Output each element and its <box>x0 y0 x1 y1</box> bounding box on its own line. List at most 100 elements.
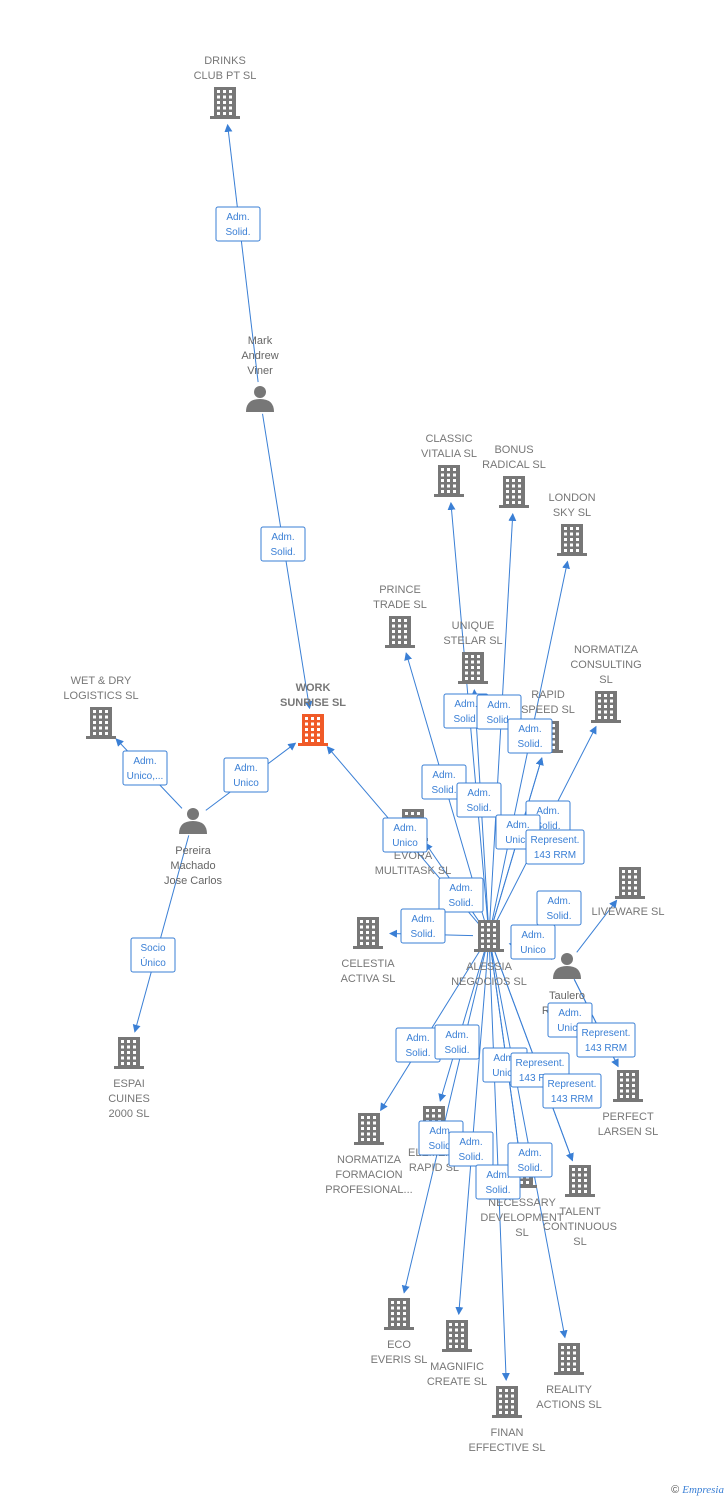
node-liveware[interactable]: LIVEWARE SL <box>592 867 665 918</box>
node-label: SL <box>573 1236 586 1248</box>
node-label: TALENT <box>559 1206 601 1218</box>
building-icon <box>557 524 587 556</box>
node-label: TRADE SL <box>373 599 427 611</box>
building-icon <box>499 476 529 508</box>
node-finan[interactable]: FINAN EFFECTIVE SL <box>468 1386 546 1454</box>
edge-label-badge[interactable]: Adm.Unico,... <box>122 750 168 786</box>
person-icon <box>553 953 581 979</box>
edge-label-line: Adm. <box>411 914 434 925</box>
edge-label-line: Adm. <box>226 212 249 223</box>
node-label: BONUS <box>494 444 533 456</box>
edge-label-line: Solid. <box>535 821 560 832</box>
edge-label-badge[interactable]: Adm.Solid. <box>536 890 582 926</box>
node-label: SL <box>599 674 612 686</box>
node-label: SL <box>515 1227 528 1239</box>
node-label: MAGNIFIC <box>430 1361 484 1373</box>
edge-label-badge[interactable]: Adm.Unico <box>223 757 269 793</box>
building-icon <box>492 1386 522 1418</box>
edge-label-line: Adm. <box>133 756 156 767</box>
edge-label-line: Adm. <box>518 724 541 735</box>
edge-label-line: 143 RRM <box>534 850 576 861</box>
node-label: ALESSIA <box>466 961 513 973</box>
edge-label-line: Solid. <box>428 1141 453 1152</box>
edge-label-badge[interactable]: Represent.143 RRM <box>525 829 585 865</box>
edge-label-line: Solid. <box>405 1048 430 1059</box>
edge-label-line: Adm. <box>493 1053 516 1064</box>
edge-label-badge[interactable]: Adm.Solid. <box>438 877 484 913</box>
node-label: Mark <box>248 335 273 347</box>
badges-layer: Adm.Solid.Adm.Solid.Adm.Unico,...Adm.Uni… <box>122 206 636 1200</box>
edge-label-line: Adm. <box>271 532 294 543</box>
building-icon <box>210 87 240 119</box>
edge-label-badge[interactable]: Adm.Solid. <box>215 206 261 242</box>
edge-label-line: Adm. <box>432 770 455 781</box>
edge-label-line: Represent. <box>516 1058 565 1069</box>
edge-label-badge[interactable]: Represent.143 RRM <box>576 1022 636 1058</box>
node-label: PROFESIONAL... <box>325 1184 412 1196</box>
node-label: LARSEN SL <box>598 1126 659 1138</box>
edge-label-badge[interactable]: Adm.Solid. <box>260 526 306 562</box>
node-normform[interactable]: NORMATIZAFORMACIONPROFESIONAL... <box>325 1113 413 1196</box>
edge-label-badge[interactable]: Adm. Solid. <box>507 718 553 754</box>
edge-label-line: Adm. <box>445 1030 468 1041</box>
node-label: LIVEWARE SL <box>592 906 665 918</box>
node-label: LOGISTICS SL <box>63 690 138 702</box>
edge-label-line: Solid. <box>546 911 571 922</box>
edge-label-badge[interactable]: Adm.Solid. <box>507 1142 553 1178</box>
building-icon <box>458 652 488 684</box>
building-icon <box>591 691 621 723</box>
node-label: SPEED SL <box>521 704 575 716</box>
edge-label-line: Solid. <box>517 739 542 750</box>
edge-label-badge[interactable]: Represent.143 RRM <box>542 1073 602 1109</box>
edge-label-badge[interactable]: Adm.Solid. <box>434 1024 480 1060</box>
building-icon <box>354 1113 384 1145</box>
edge-label-line: Unico <box>492 1068 518 1079</box>
node-label: Pereira <box>175 845 211 857</box>
edge-label-badge[interactable]: Adm.Solid. <box>421 764 467 800</box>
node-label: UNIQUE <box>452 620 495 632</box>
building-icon <box>353 917 383 949</box>
edge-label-line: Único <box>140 956 166 969</box>
node-label: PERFECT <box>602 1111 654 1123</box>
edge-label-line: Adm. <box>393 823 416 834</box>
building-icon <box>86 707 116 739</box>
edge-label-line: Solid. <box>486 715 511 726</box>
node-label: NORMATIZA <box>337 1154 402 1166</box>
node-label: EFFECTIVE SL <box>468 1442 545 1454</box>
node-label: RAPID <box>531 689 565 701</box>
node-label: RAPID SL <box>409 1162 459 1174</box>
node-perfect[interactable]: PERFECT LARSEN SL <box>598 1070 659 1138</box>
edge-label-badge[interactable]: Adm.Unico <box>382 817 428 853</box>
building-icon <box>434 465 464 497</box>
edge-label-badge[interactable]: Adm.Solid. <box>400 908 446 944</box>
edge-label-badge[interactable]: Adm.Solid. <box>448 1131 494 1167</box>
edge-label-badge[interactable]: Adm.Solid. <box>395 1027 441 1063</box>
node-label: CELESTIA <box>341 958 395 970</box>
edge-label-line: Represent. <box>582 1028 631 1039</box>
edge-label-badge[interactable]: Adm.Solid. <box>456 782 502 818</box>
edge-label-badge[interactable]: Adm.Unico <box>510 924 556 960</box>
node-label: FINAN <box>491 1427 524 1439</box>
footer-brand[interactable]: © Empresia <box>671 1484 724 1496</box>
